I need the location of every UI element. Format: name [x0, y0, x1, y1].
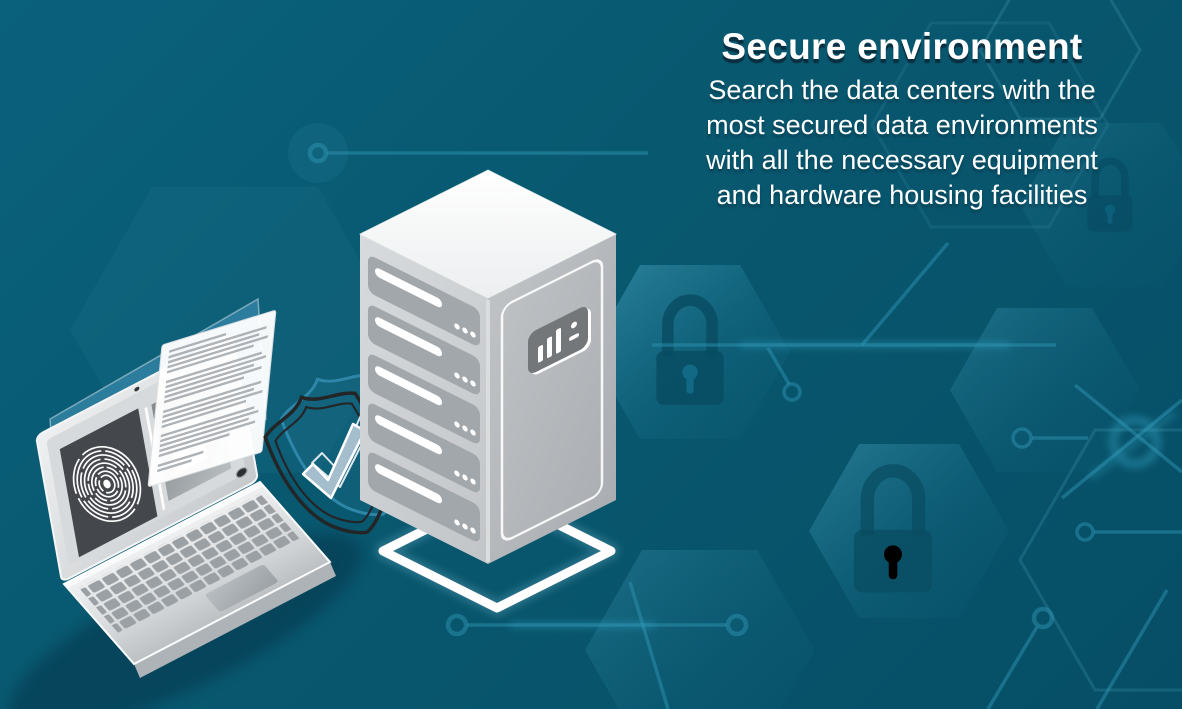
circuit-node-icon — [1031, 606, 1055, 630]
webcam-icon — [134, 386, 140, 392]
hexagon-shape — [585, 550, 815, 709]
fingerprint-icon — [72, 445, 142, 523]
server-control-panel — [528, 307, 591, 375]
circuit-node-icon — [307, 142, 329, 164]
hinge-strip — [64, 482, 264, 589]
power-button — [236, 466, 248, 479]
hero-subtitle-line: Search the data centers with the — [708, 75, 1096, 105]
server-bay — [368, 452, 480, 542]
circuit-node-icon — [782, 382, 802, 402]
server-rack — [358, 169, 618, 564]
circuit-node-icon — [725, 613, 749, 637]
hexagon-padlock — [1020, 123, 1182, 287]
circuit-lines — [288, 123, 1182, 709]
server-bay — [368, 354, 480, 444]
hero-text-block: Secure environment Search the data cente… — [632, 26, 1172, 213]
laptop-screen — [36, 334, 258, 582]
document-panel — [148, 310, 276, 487]
laptop-base — [64, 482, 336, 678]
hexagon-padlock — [809, 444, 1009, 618]
server-front-face — [360, 233, 488, 564]
document-text-lines — [157, 325, 268, 473]
hero-subtitle-line: most secured data environments — [706, 110, 1098, 140]
trackpad — [205, 565, 278, 612]
hero-subtitle: Search the data centers with the most se… — [632, 73, 1172, 213]
hero-subtitle-line: with all the necessary equipment — [706, 145, 1098, 175]
laptop — [0, 299, 384, 709]
server-bay — [368, 403, 480, 493]
circuit-glow-segments — [510, 342, 1177, 628]
server-top — [358, 169, 618, 299]
circuit-node-icon — [1075, 522, 1095, 542]
circuit-node-icon — [1011, 427, 1033, 449]
hexagon-shape — [950, 308, 1140, 472]
server-side-face — [488, 234, 616, 564]
laptop-keyboard — [78, 493, 300, 634]
circuit-node-icon — [445, 613, 469, 637]
node-glow — [288, 123, 348, 183]
base-thickness — [134, 562, 336, 678]
hexagon-outline — [978, 0, 1142, 121]
checkmark — [301, 422, 367, 500]
server-bay — [368, 256, 480, 346]
server-bay — [368, 305, 480, 395]
hexagon-padlock — [590, 265, 790, 439]
server-bays — [368, 256, 480, 542]
page-title: Secure environment — [721, 26, 1083, 67]
hero-subtitle-line: and hardware housing facilities — [716, 180, 1088, 210]
